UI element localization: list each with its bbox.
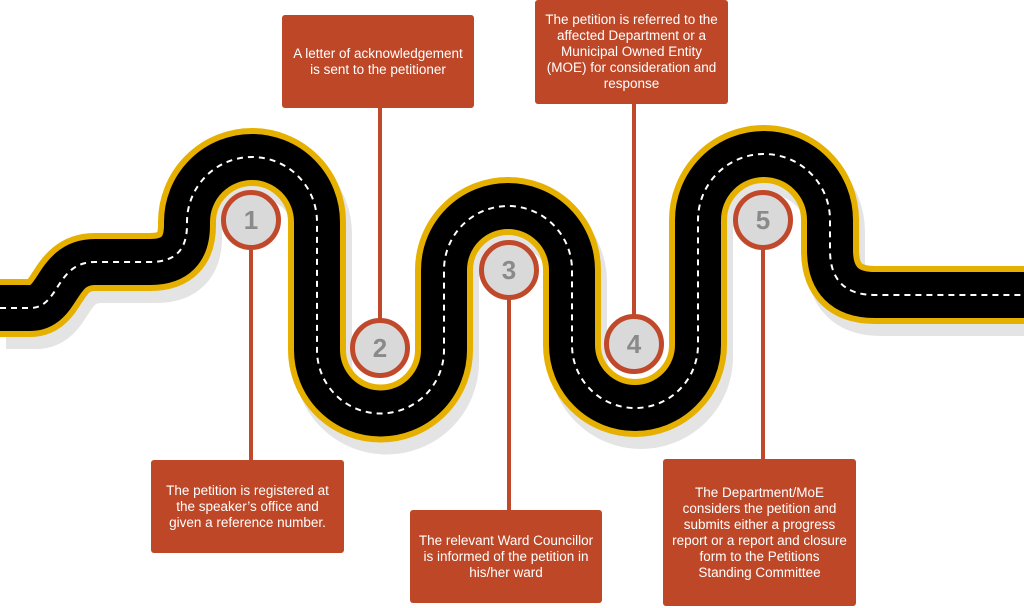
step-marker-4: 4 bbox=[604, 314, 664, 374]
step-marker-5: 5 bbox=[733, 190, 793, 250]
step-marker-1: 1 bbox=[221, 190, 281, 250]
step-1-box: The petition is registered at the speake… bbox=[151, 460, 344, 553]
step-marker-2: 2 bbox=[350, 318, 410, 378]
step-4-box: The petition is referred to the affected… bbox=[535, 0, 728, 104]
step-2-box: A letter of acknowledgement is sent to t… bbox=[282, 15, 474, 108]
step-5-box: The Department/MoE considers the petitio… bbox=[663, 459, 856, 606]
step-marker-3: 3 bbox=[479, 240, 539, 300]
step-3-box: The relevant Ward Councillor is informed… bbox=[410, 510, 602, 603]
